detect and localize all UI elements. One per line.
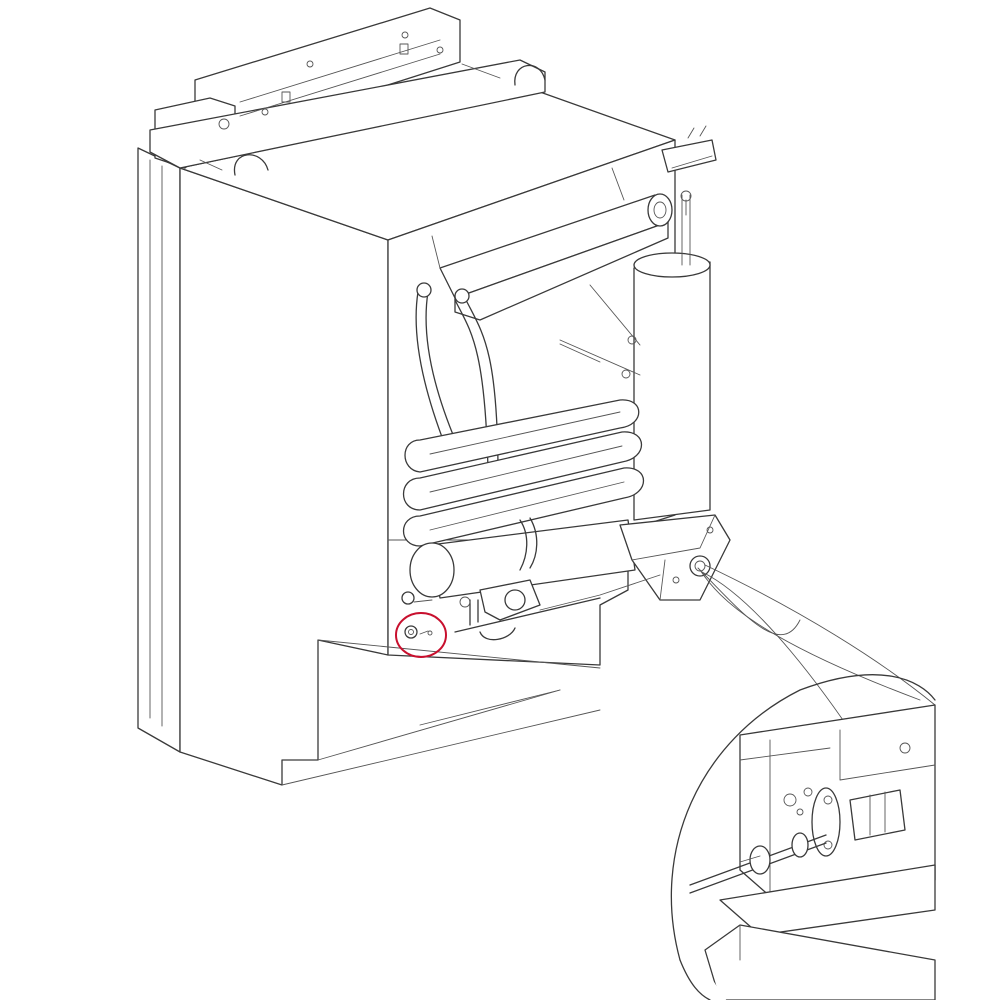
door-edge — [137, 147, 181, 753]
evaporator-coil — [403, 399, 644, 547]
burner-port — [689, 555, 711, 577]
coil-loop-2 — [403, 431, 642, 511]
detail-hole — [783, 793, 797, 807]
top-frame-rail — [149, 59, 546, 169]
sensor-wires — [559, 284, 641, 379]
detail-base-plate — [704, 924, 936, 1000]
header-end-cap — [647, 193, 673, 227]
gas-valve-assembly — [454, 574, 661, 641]
absorber-header — [431, 167, 673, 321]
tank-end — [409, 542, 455, 598]
boiler-top — [633, 252, 711, 278]
top-mounting-frame — [149, 7, 546, 176]
detail-magnified-view — [670, 674, 936, 1000]
boiler-cylinder — [633, 190, 711, 521]
absorber-tank — [409, 517, 636, 599]
burner-tube-fitting — [404, 625, 418, 639]
coil-loop-1 — [404, 399, 640, 473]
cabinet-side — [179, 167, 389, 786]
condenser-pipes — [415, 282, 499, 471]
mounting-hook — [233, 154, 269, 176]
right-bracket — [661, 125, 717, 173]
mounting-hook — [514, 64, 546, 86]
fitting-nut — [401, 591, 415, 605]
gas-tube — [454, 597, 601, 633]
detail-flange — [811, 787, 841, 857]
lower-fittings — [401, 591, 433, 639]
boiler-body — [633, 261, 711, 521]
frame-bolt — [218, 118, 230, 130]
detail-circle-outline — [670, 674, 936, 961]
highlight-circle — [395, 612, 447, 658]
